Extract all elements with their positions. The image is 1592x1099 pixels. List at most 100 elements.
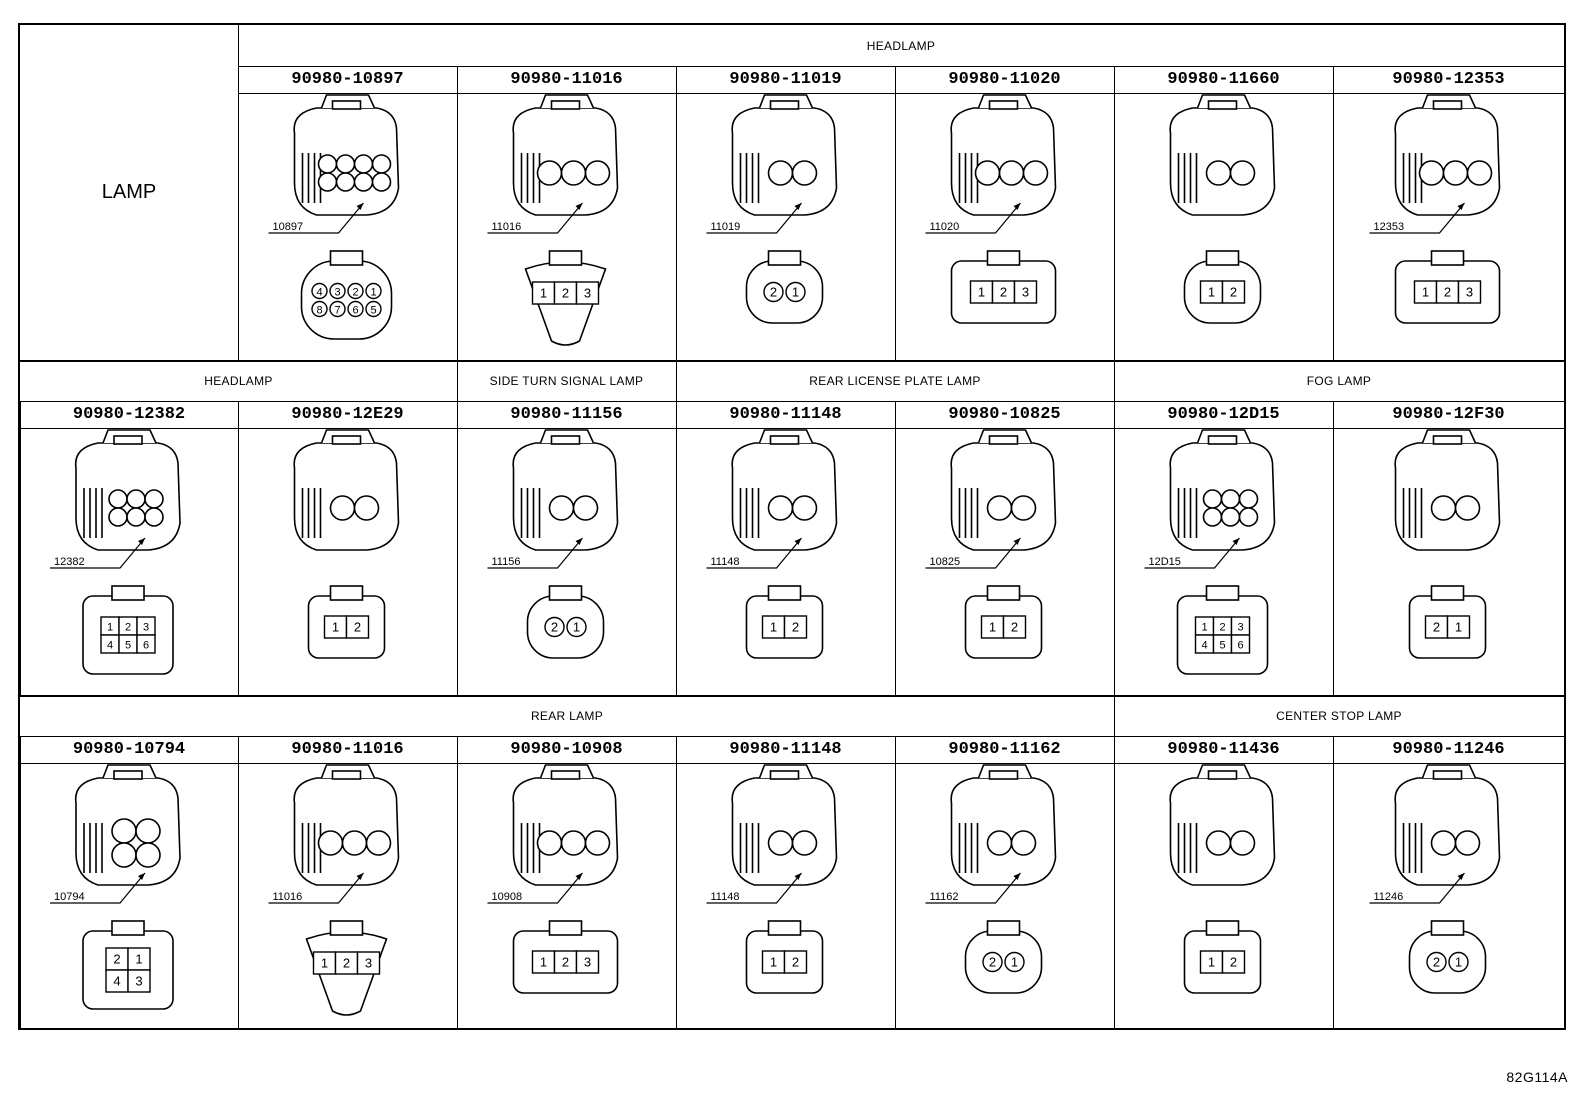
pin-number: 2 xyxy=(551,620,558,635)
terminal-cavity xyxy=(1454,830,1481,856)
terminal-cavity xyxy=(974,160,1001,186)
pin-number: 1 xyxy=(135,952,142,967)
grid-line xyxy=(20,360,1564,362)
pin: 1 xyxy=(761,615,786,639)
grid-line xyxy=(895,66,896,360)
pin: 2 xyxy=(783,950,808,974)
pin: 1 xyxy=(531,281,556,305)
latch-slot xyxy=(769,435,800,445)
pin: 1 xyxy=(323,615,348,639)
lock-tab xyxy=(548,250,583,266)
pin-number: 2 xyxy=(562,286,569,301)
part-number: 90980-11246 xyxy=(1392,740,1505,759)
callout-leader xyxy=(1369,872,1465,904)
grid-line xyxy=(20,736,1564,737)
terminal-cavity xyxy=(536,830,563,856)
pin-number: 4 xyxy=(316,287,322,299)
figure-code: 82G114A xyxy=(1506,1069,1568,1085)
terminal-cavity xyxy=(791,830,818,856)
connector-body xyxy=(950,764,1057,886)
terminal-cavity xyxy=(1238,507,1259,527)
latch-slot xyxy=(988,770,1019,780)
connector-body xyxy=(1169,94,1276,216)
grid-line xyxy=(1114,695,1115,736)
pin: 3 xyxy=(1013,280,1038,304)
pin-number: 3 xyxy=(584,955,591,970)
latch-slot xyxy=(331,770,362,780)
pin-number: 5 xyxy=(125,640,131,652)
pin: 1 xyxy=(1448,951,1469,973)
section-header: FOG LAMP xyxy=(1306,373,1372,388)
lock-tab xyxy=(767,585,802,601)
connector-body xyxy=(1169,429,1276,551)
callout-leader xyxy=(487,202,583,234)
terminal-cavity xyxy=(1466,160,1493,186)
pin: 3 xyxy=(1230,616,1251,636)
pin-number: 1 xyxy=(370,287,376,299)
callout-leader xyxy=(925,202,1021,234)
callout-label: 10897 xyxy=(273,221,304,233)
part-number: 90980-11016 xyxy=(291,740,404,759)
connector-body xyxy=(731,764,838,886)
pin-number: 1 xyxy=(792,285,799,300)
callout-arrow xyxy=(1013,538,1021,545)
terminal-cavity xyxy=(1205,830,1232,856)
pin: 2 xyxy=(553,950,578,974)
callout-arrow xyxy=(794,873,802,880)
pin-number: 2 xyxy=(1011,620,1018,635)
terminal-cavity xyxy=(986,495,1013,521)
terminal-cavity xyxy=(1202,489,1223,509)
pin: 1 xyxy=(1194,616,1215,636)
grid-line xyxy=(676,401,677,695)
pin-cavity xyxy=(1426,951,1447,973)
lock-tab xyxy=(548,585,583,601)
section-header: REAR LAMP xyxy=(530,708,604,723)
grid-line xyxy=(676,66,677,360)
pin-number: 2 xyxy=(1219,622,1225,634)
pin-number: 3 xyxy=(1466,285,1473,300)
part-number: 90980-11148 xyxy=(729,405,842,424)
callout-leader xyxy=(925,537,1021,569)
pin: 1 xyxy=(1004,951,1025,973)
callout-arrow xyxy=(1232,538,1240,545)
callout-arrow xyxy=(575,873,583,880)
section-header: CENTER STOP LAMP xyxy=(1276,708,1402,723)
terminal-cavity xyxy=(791,160,818,186)
lock-tab xyxy=(986,585,1021,601)
pin-number: 6 xyxy=(352,305,358,317)
pin-number: 2 xyxy=(792,620,799,635)
grid-line xyxy=(1114,736,1115,1030)
connector-body xyxy=(293,429,400,551)
pin: 2 xyxy=(1212,616,1233,636)
grid-line xyxy=(676,736,677,1030)
latch-slot xyxy=(550,435,581,445)
callout-arrow xyxy=(138,538,145,545)
callout-label: 12382 xyxy=(54,556,85,568)
callout-leader xyxy=(50,537,146,569)
terminal-cavity xyxy=(1220,489,1241,509)
face-outline xyxy=(1408,930,1487,994)
pin-cavity xyxy=(575,281,600,305)
terminal-cavity xyxy=(353,154,374,174)
pin-cavity xyxy=(365,300,382,318)
lock-tab xyxy=(329,585,364,601)
part-number: 90980-11020 xyxy=(948,70,1061,89)
pin-cavity xyxy=(347,300,364,318)
callout-leader xyxy=(1144,537,1240,569)
terminal-cavity xyxy=(111,818,137,844)
callout-leader xyxy=(1369,202,1465,234)
callout-arrow xyxy=(356,203,364,210)
